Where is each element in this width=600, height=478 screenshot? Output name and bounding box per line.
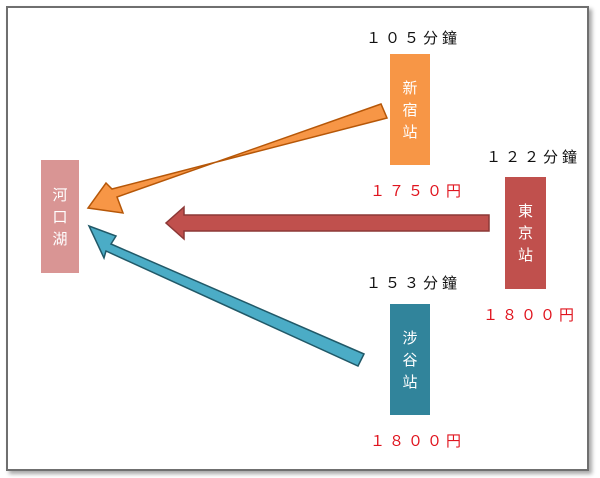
arrow-tokyo-to-kawaguchiko [164,205,490,241]
station-char: 東 [517,202,533,220]
arrow-shibuya-to-kawaguchiko [87,224,366,367]
fare-shibuya: １８００円 [370,432,466,450]
time-shibuya: １５３分鐘 [366,274,462,292]
station-char: 谷 [402,350,418,369]
destination-kawaguchiko: 河 口 湖 [41,160,79,273]
station-shinjuku: 新 宿 站 [390,54,430,165]
station-tokyo: 東 京 站 [505,177,546,289]
arrow-shinjuku-to-kawaguchiko [86,103,389,214]
station-char: 宿 [402,100,418,119]
station-char: 京 [517,224,533,242]
fare-tokyo: １８００円 [483,306,579,324]
destination-char: 河 [52,185,68,204]
station-char: 新 [402,78,418,97]
fare-shinjuku: １７５０円 [370,182,466,200]
destination-char: 湖 [52,229,68,248]
time-tokyo: １２２分鐘 [486,148,582,166]
station-char: 涉 [402,328,418,347]
station-char: 站 [402,122,418,141]
station-char: 站 [517,246,533,264]
time-shinjuku: １０５分鐘 [366,29,462,47]
station-shibuya: 涉 谷 站 [390,304,430,415]
station-char: 站 [402,372,418,391]
destination-char: 口 [52,207,68,226]
